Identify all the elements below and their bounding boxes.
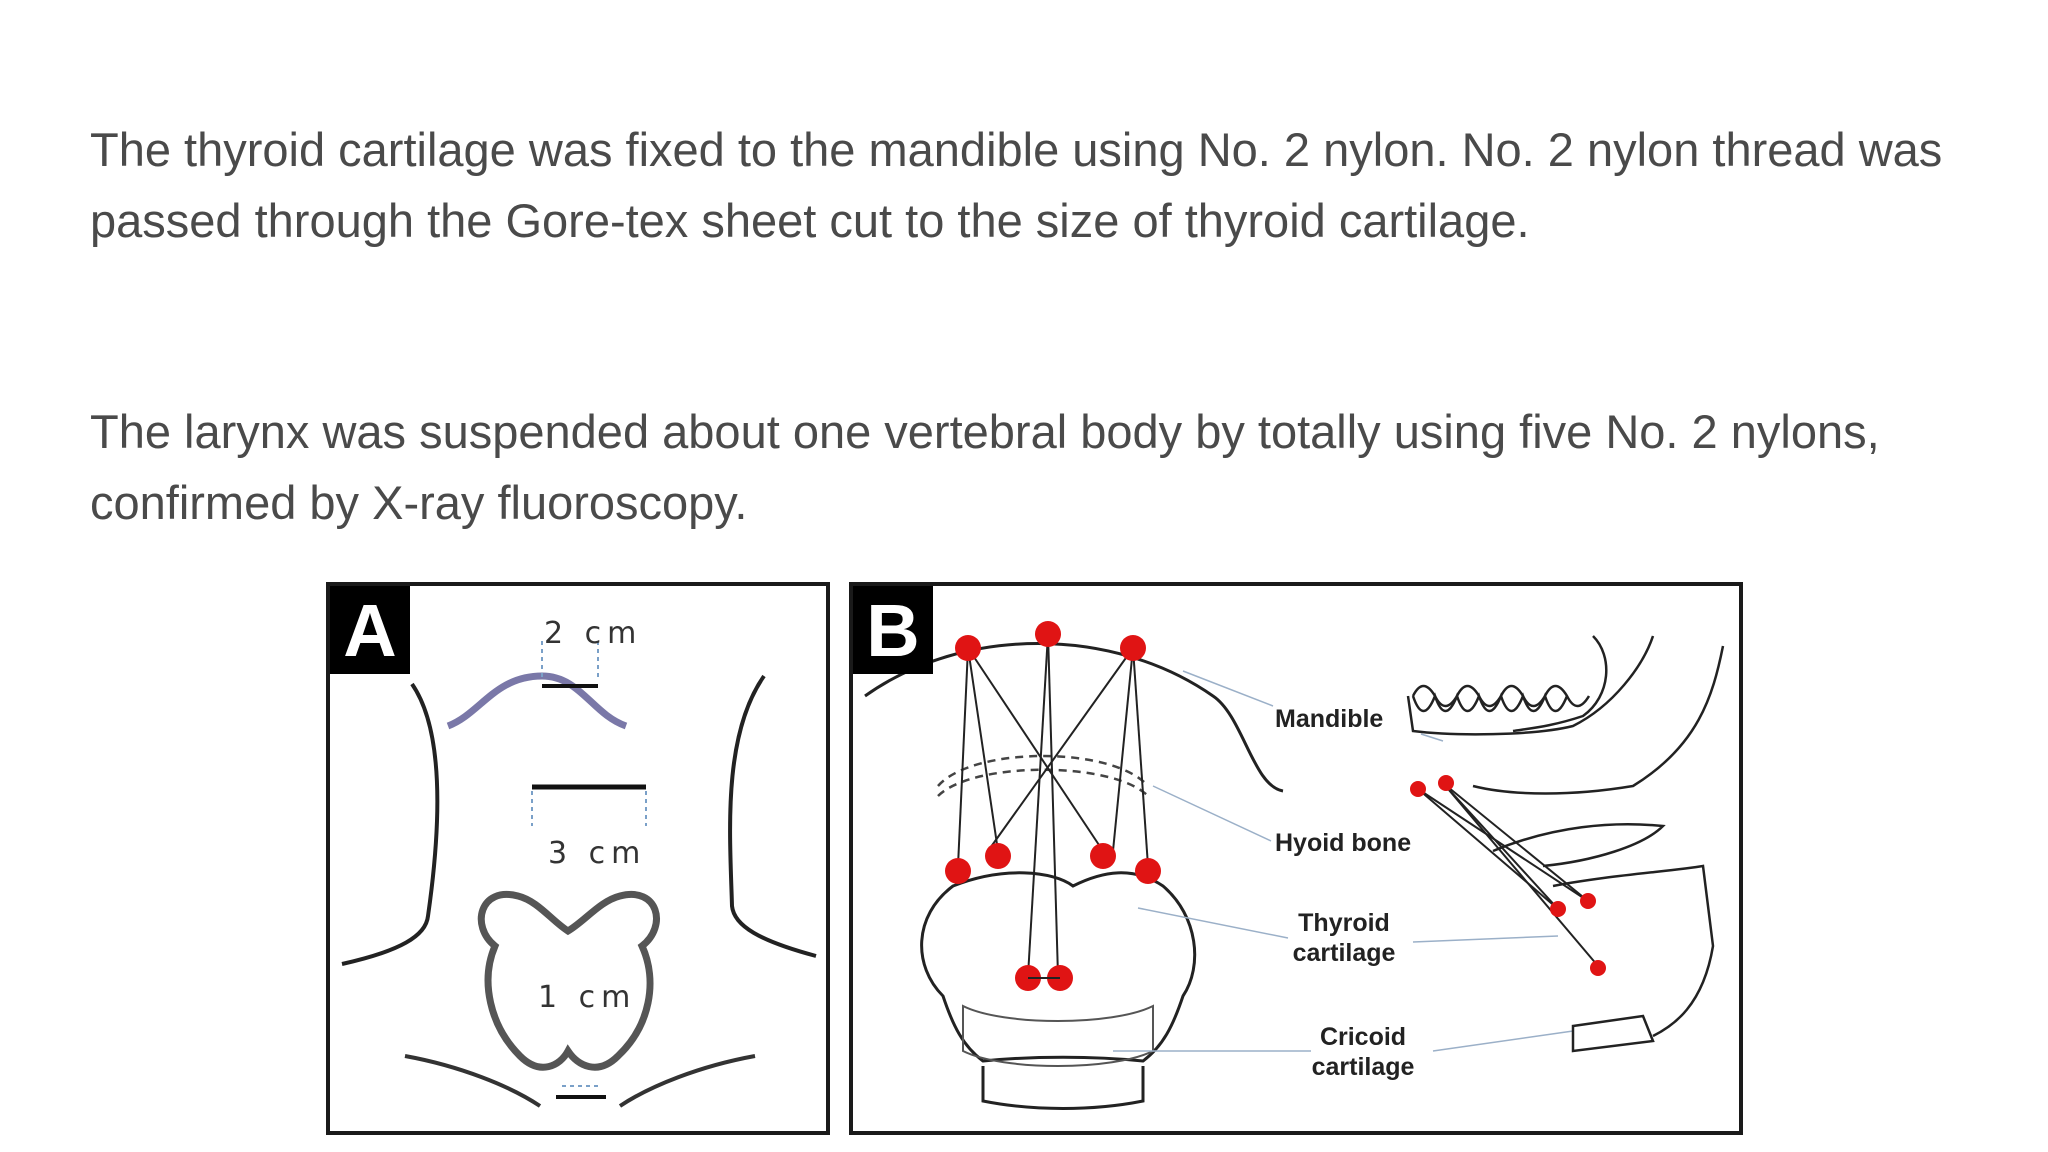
- label-cricoid-cartilage: Cricoid cartilage: [1311, 1023, 1415, 1081]
- dimension-1cm: 1 cm: [538, 980, 637, 1015]
- thyroid-cartilage-outline: [477, 890, 660, 1071]
- neck-outline-left: [341, 682, 440, 966]
- chin-incision: [446, 672, 628, 730]
- teeth-lateral: [1411, 684, 1591, 713]
- clavicle-right: [618, 1054, 756, 1108]
- hyoid-front-dashed: [937, 754, 1149, 787]
- thyroid-lateral: [1492, 823, 1666, 868]
- suspension-diagram: [864, 621, 1725, 1110]
- cricoid-lateral: [1571, 1014, 1655, 1053]
- label-mandible: Mandible: [1275, 705, 1384, 733]
- mandible-lateral: [1406, 635, 1655, 736]
- figure-panel-b: B Mandible Hyoid bone Thyroid cartilage …: [849, 582, 1743, 1135]
- suture-lines-lateral: [1417, 782, 1599, 967]
- incision-diagram: [341, 641, 817, 1108]
- dimension-2cm: 2 cm: [544, 616, 643, 651]
- trachea-front: [981, 1066, 1145, 1110]
- label-thyroid-cartilage: Thyroid cartilage: [1292, 909, 1396, 967]
- paragraph-thyroid-fixation: The thyroid cartilage was fixed to the m…: [90, 123, 1943, 247]
- neck-outline-right: [728, 674, 817, 958]
- leader-lines: [1113, 670, 1574, 1052]
- suture-lines-front: [957, 633, 1149, 977]
- suture-points-front: [945, 621, 1161, 991]
- panel-b-tag: B: [853, 586, 933, 674]
- label-hyoid-bone: Hyoid bone: [1275, 829, 1412, 857]
- dimension-3cm: 3 cm: [548, 836, 647, 871]
- clavicle-left: [404, 1054, 542, 1108]
- larynx-front-outline: [920, 871, 1197, 1063]
- neck-lateral: [1472, 645, 1725, 795]
- mandible-front-outline: [864, 642, 1284, 793]
- paragraph-larynx-suspension: The larynx was suspended about one verte…: [90, 405, 1880, 529]
- figure-panel-a: A 2 cm 3 cm 1 cm: [326, 582, 830, 1135]
- suture-points-lateral: [1410, 775, 1606, 976]
- panel-a-tag: A: [330, 586, 410, 674]
